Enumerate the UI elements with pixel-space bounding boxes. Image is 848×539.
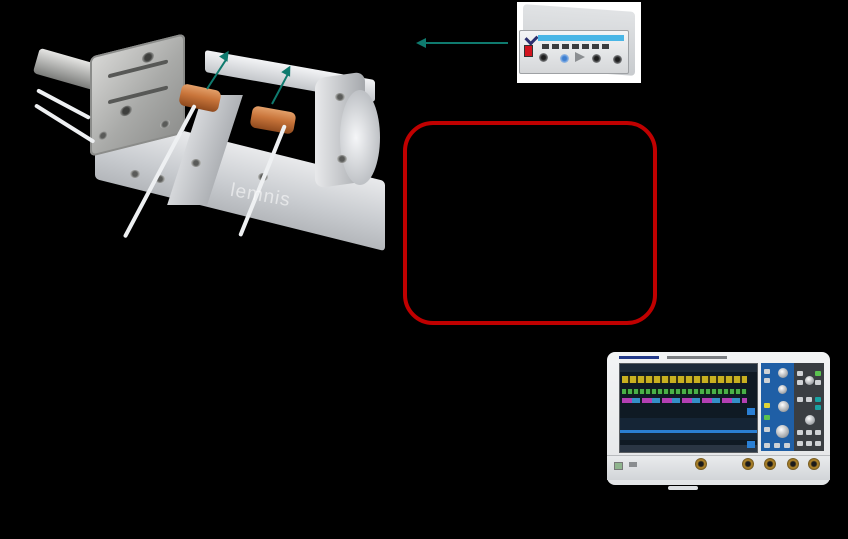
panel-button <box>797 441 803 446</box>
panel-button <box>797 371 803 376</box>
channel-1-button <box>764 403 770 408</box>
vent-slots <box>542 44 612 49</box>
screw <box>98 130 108 141</box>
bnc-connector <box>539 53 548 62</box>
panel-button <box>764 427 770 432</box>
bnc-connector-ch4 <box>808 458 820 470</box>
panel-button <box>784 443 790 448</box>
panel-button <box>797 380 803 385</box>
brand-logo-icon <box>524 31 539 46</box>
amplifier <box>517 2 641 83</box>
coil-2 <box>249 105 297 135</box>
bnc-connector-ch3 <box>787 458 799 470</box>
amplifier-front-panel <box>519 30 629 74</box>
panel-button <box>774 443 780 448</box>
panel-button <box>797 397 803 402</box>
trace-bus-decode <box>622 398 747 403</box>
arrow-shaft <box>424 42 508 44</box>
knob <box>778 385 787 394</box>
scope-power-button <box>614 462 623 470</box>
scope-side-button <box>747 408 755 415</box>
bnc-connector-ext-trigger <box>695 458 707 470</box>
scope-vertical-panel <box>761 363 794 451</box>
screw <box>337 155 347 163</box>
panel-button <box>815 405 821 410</box>
scope-control-panel <box>794 363 824 451</box>
knob <box>805 376 814 385</box>
mount-hole <box>142 50 154 64</box>
panel-button <box>806 441 812 446</box>
screw <box>130 170 140 178</box>
micrometer-cable <box>36 88 91 120</box>
trace-channel-1 <box>622 376 747 383</box>
panel-button <box>797 430 803 435</box>
panel-button <box>764 378 770 383</box>
scope-brand-logo <box>619 356 659 359</box>
panel-button <box>815 380 821 385</box>
panel-button <box>815 397 821 402</box>
scope-model-label <box>667 356 727 359</box>
panel-button <box>806 430 812 435</box>
panel-button <box>815 441 821 446</box>
panel-button <box>764 369 770 374</box>
screw <box>191 159 201 167</box>
scope-stand <box>668 486 698 490</box>
micrometer-cable <box>33 103 96 144</box>
power-switch <box>524 45 533 57</box>
sensor-target-disc <box>340 90 380 185</box>
amplifier-symbol-icon <box>575 52 585 62</box>
scope-side-button <box>747 441 755 448</box>
panel-button <box>806 397 812 402</box>
mount-hole <box>120 104 132 118</box>
bnc-connector <box>613 55 622 64</box>
scope-status-bar <box>620 445 757 452</box>
oscilloscope <box>607 352 830 485</box>
panel-button <box>815 430 821 435</box>
screw <box>335 93 345 101</box>
scope-toolbar <box>620 364 757 372</box>
screw <box>160 118 170 130</box>
flexure-slot <box>108 59 168 79</box>
highlight-frame <box>403 121 657 325</box>
knob <box>778 368 788 378</box>
bnc-connector-ch2 <box>764 458 776 470</box>
trace-channel-2 <box>622 389 747 394</box>
run-stop-button <box>815 371 821 376</box>
bnc-connector-ch1 <box>742 458 754 470</box>
scope-display <box>619 363 758 453</box>
bnc-connector <box>592 54 601 63</box>
sensor-stage: lemnis <box>15 33 395 252</box>
arrow-left-icon <box>416 38 426 48</box>
panel-button <box>764 443 770 448</box>
decode-table <box>620 418 757 440</box>
bnc-connector-blue <box>560 54 569 63</box>
usb-port-icon <box>629 462 637 467</box>
amplifier-label-strip <box>538 35 624 41</box>
decode-table-selected-row <box>620 430 757 433</box>
flexure-slot <box>108 85 168 105</box>
channel-2-button <box>764 415 770 420</box>
knob <box>805 415 815 425</box>
knob <box>778 401 789 412</box>
screw <box>155 175 165 183</box>
knob <box>776 425 789 438</box>
